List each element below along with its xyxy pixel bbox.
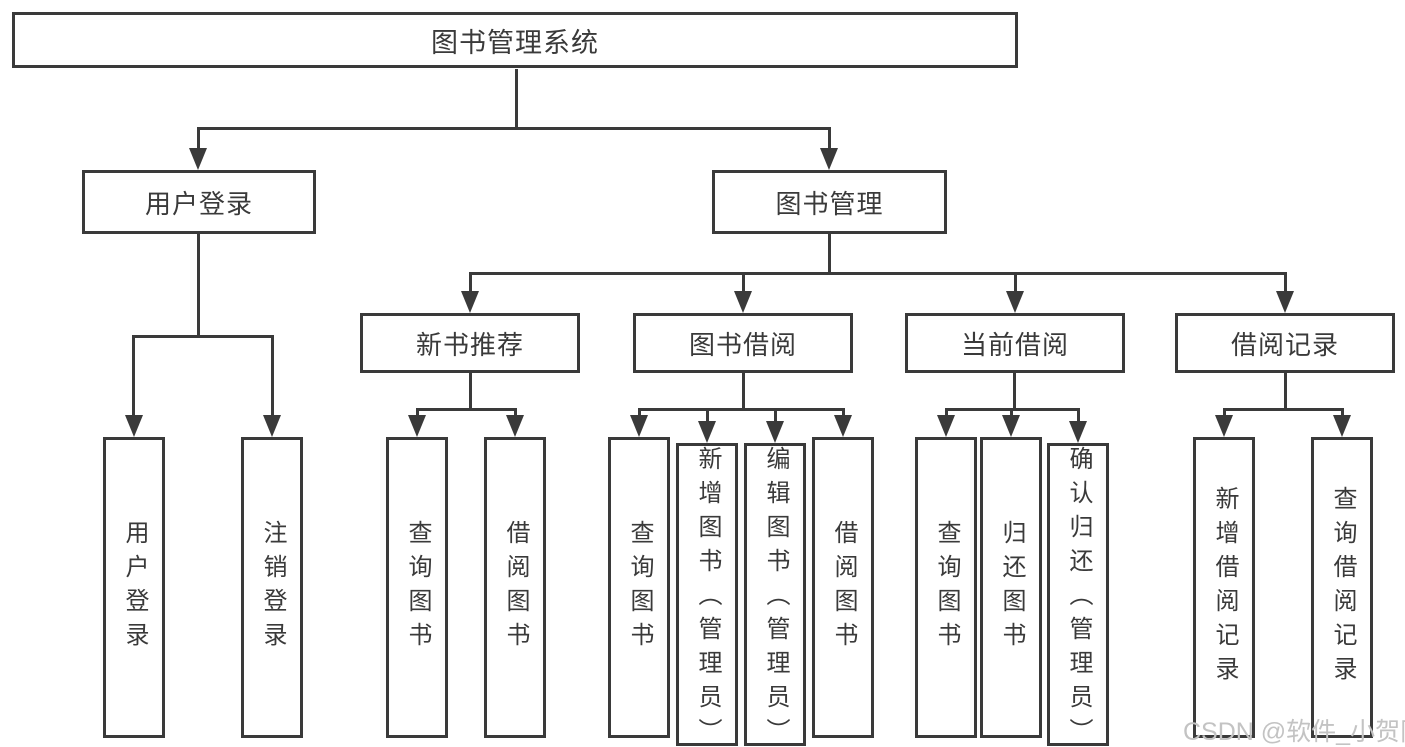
connector-line <box>1341 408 1344 418</box>
leaf-add-books-admin: 新增图书（管理员） <box>676 443 738 747</box>
connector-line <box>470 272 1286 275</box>
connector-line <box>514 408 517 418</box>
connector-line <box>1013 373 1016 410</box>
arrow-down-icon <box>408 415 426 437</box>
leaf-label: 新增借阅记录 <box>1211 485 1238 690</box>
node-label: 图书借阅 <box>688 329 797 360</box>
arrow-down-icon <box>937 415 955 437</box>
arrow-down-icon <box>698 421 716 443</box>
leaf-label: 编辑图书（管理员） <box>762 446 789 747</box>
arrow-down-icon <box>263 415 281 437</box>
leaf-user-login: 用户登录 <box>103 437 165 738</box>
connector-line <box>1284 272 1287 294</box>
arrow-down-icon <box>189 148 207 170</box>
leaf-query-books: 查询图书 <box>386 437 448 738</box>
leaf-borrow-books: 借阅图书 <box>812 437 874 738</box>
leaf-label: 借阅图书 <box>502 519 529 656</box>
node-book-management: 图书管理 <box>712 170 947 234</box>
leaf-query-books: 查询图书 <box>608 437 670 738</box>
leaf-add-borrow-record: 新增借阅记录 <box>1193 437 1255 738</box>
leaf-label: 查询图书 <box>626 519 653 656</box>
arrow-down-icon <box>820 148 838 170</box>
node-user-login: 用户登录 <box>82 170 316 234</box>
node-current-borrow: 当前借阅 <box>905 313 1125 373</box>
leaf-confirm-return-admin: 确认归还（管理员） <box>1047 443 1109 747</box>
connector-line <box>742 373 745 410</box>
leaf-label: 查询图书 <box>933 519 960 656</box>
leaf-label: 查询图书 <box>404 519 431 656</box>
leaf-label: 用户登录 <box>121 519 148 656</box>
arrow-down-icon <box>1002 415 1020 437</box>
connector-line <box>515 69 518 128</box>
arrow-down-icon <box>1276 291 1294 313</box>
connector-line <box>842 408 845 418</box>
connector-line <box>417 408 516 411</box>
connector-line <box>469 373 472 410</box>
connector-line <box>742 272 745 294</box>
arrow-down-icon <box>1215 415 1233 437</box>
arrow-down-icon <box>766 421 784 443</box>
connector-line <box>1014 272 1017 294</box>
connector-line <box>1010 408 1013 418</box>
leaf-borrow-books: 借阅图书 <box>484 437 546 738</box>
leaf-label: 查询借阅记录 <box>1329 485 1356 690</box>
connector-line <box>197 234 200 336</box>
leaf-label: 确认归还（管理员） <box>1065 446 1092 747</box>
node-label: 图书管理 <box>775 188 884 219</box>
leaf-query-borrow-record: 查询借阅记录 <box>1311 437 1373 738</box>
node-label: 借阅记录 <box>1230 329 1339 360</box>
arrow-down-icon <box>1069 421 1087 443</box>
leaf-label: 注销登录 <box>259 519 286 656</box>
connector-line <box>945 408 948 418</box>
node-borrow-record: 借阅记录 <box>1175 313 1395 373</box>
connector-line <box>639 408 844 411</box>
node-library-management-system: 图书管理系统 <box>12 12 1018 68</box>
arrow-down-icon <box>125 415 143 437</box>
node-label: 当前借阅 <box>960 329 1069 360</box>
connector-line <box>416 408 419 418</box>
leaf-query-books: 查询图书 <box>915 437 977 738</box>
connector-line <box>133 335 274 338</box>
arrow-down-icon <box>834 415 852 437</box>
leaf-label: 新增图书（管理员） <box>694 446 721 747</box>
connector-line <box>197 127 831 130</box>
connector-line <box>706 408 709 424</box>
node-label: 新书推荐 <box>415 329 524 360</box>
arrow-down-icon <box>734 291 752 313</box>
connector-line <box>638 408 641 418</box>
leaf-edit-books-admin: 编辑图书（管理员） <box>744 443 806 747</box>
leaf-label: 借阅图书 <box>830 519 857 656</box>
connector-line <box>132 335 135 417</box>
connector-line <box>271 335 274 417</box>
watermark: CSDN @软件_小贺同学 <box>1183 718 1405 746</box>
connector-line <box>469 272 472 294</box>
connector-line <box>774 408 777 424</box>
node-label: 图书管理系统 <box>431 27 599 58</box>
node-label: 用户登录 <box>144 188 253 219</box>
leaf-label: 归还图书 <box>998 519 1025 656</box>
connector-line <box>1223 408 1226 418</box>
arrow-down-icon <box>630 415 648 437</box>
node-new-book-recommend: 新书推荐 <box>360 313 580 373</box>
leaf-logout: 注销登录 <box>241 437 303 738</box>
arrow-down-icon <box>506 415 524 437</box>
node-book-borrow: 图书借阅 <box>633 313 853 373</box>
connector-line <box>1224 408 1343 411</box>
connector-line <box>197 127 200 152</box>
arrow-down-icon <box>461 291 479 313</box>
connector-line <box>1284 373 1287 410</box>
leaf-return-books: 归还图书 <box>980 437 1042 738</box>
arrow-down-icon <box>1006 291 1024 313</box>
arrow-down-icon <box>1333 415 1351 437</box>
connector-line <box>1077 408 1080 424</box>
connector-line <box>828 127 831 152</box>
connector-line <box>828 234 831 274</box>
